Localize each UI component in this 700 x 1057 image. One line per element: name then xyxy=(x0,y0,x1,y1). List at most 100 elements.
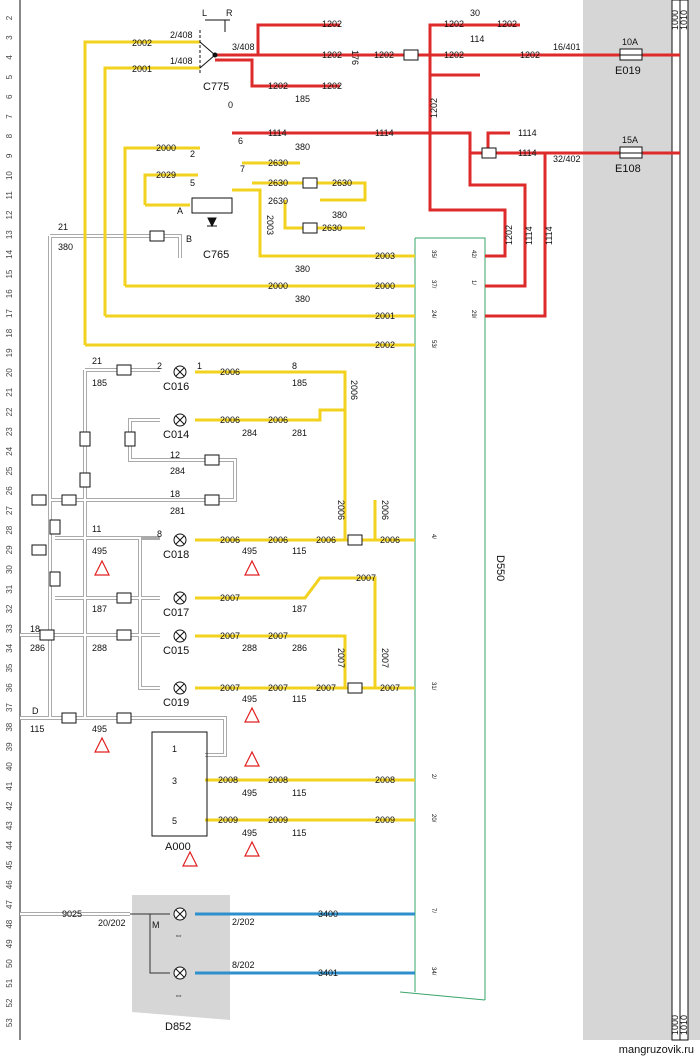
wire-2006-vert-c: 2006 xyxy=(380,500,390,520)
row-number: 44 xyxy=(5,840,14,849)
conn-288-b: 288 xyxy=(242,643,257,653)
wire-2003-vert: 2003 xyxy=(265,215,275,235)
d550-label: D550 xyxy=(494,555,506,581)
c019-label: C019 xyxy=(163,697,189,709)
diode-icon xyxy=(207,217,217,228)
splice-icon xyxy=(403,49,419,61)
row-number: 43 xyxy=(5,821,14,830)
bus-label-top-2: 1010 xyxy=(679,10,689,30)
conn-281-b: 281 xyxy=(170,506,185,516)
d550-pin-53: 53/ xyxy=(430,340,436,349)
wire-1202-e: 1202 xyxy=(322,81,342,91)
wire-1114-b: 1114 xyxy=(375,128,394,138)
wire-2007-vert-a: 2007 xyxy=(336,648,346,668)
d550-pin-1: 1/ xyxy=(470,280,476,285)
wire-2006-vert-b: 2006 xyxy=(336,500,346,520)
warning-triangle-icon xyxy=(182,850,198,867)
conn-187-b: 187 xyxy=(292,604,307,614)
conn-495-b: 495 xyxy=(242,546,257,556)
wire-1202-i: 1202 xyxy=(520,50,540,60)
pin-2-c016: 2 xyxy=(157,361,162,371)
pin-0: 0 xyxy=(228,100,233,110)
row-number: 28 xyxy=(5,525,14,534)
pin-21-b: 21 xyxy=(92,356,102,366)
row-number: 31 xyxy=(5,584,14,593)
conn-185-a: 185 xyxy=(92,378,107,388)
conn-115-e: 115 xyxy=(292,828,306,838)
c765-label: C765 xyxy=(203,249,229,261)
wire-1202-vert-b: 1202 xyxy=(504,225,514,245)
row-number: 18 xyxy=(5,328,14,337)
row-number: 17 xyxy=(5,309,14,318)
conn-115-a: 115 xyxy=(292,546,306,556)
conn-286-b: 286 xyxy=(292,643,307,653)
fog-lamp-icon: ⇔ xyxy=(174,990,183,1000)
row-number: 8 xyxy=(5,133,14,138)
conn-115-b: 115 xyxy=(292,694,306,704)
conn-176: 176 xyxy=(350,50,360,65)
warning-triangles xyxy=(94,559,260,867)
fuse-rating: 15A xyxy=(622,135,638,145)
conn-185-top: 185 xyxy=(295,94,310,104)
a000-pin-5: 5 xyxy=(172,816,177,826)
d550-pin-7: 7/ xyxy=(430,908,436,913)
d550-pins: 35/ 37/ 24/ 53/ 42/ 1/ 29/ 4/ 31/ 2/ 20/… xyxy=(430,250,476,976)
conn-495-c: 495 xyxy=(242,694,257,704)
c775-pin-r: R xyxy=(226,8,233,18)
fuse-ref: 32/402 xyxy=(553,154,581,164)
conn-380-e: 380 xyxy=(295,294,310,304)
wire-2630-b: 2630 xyxy=(268,178,288,188)
row-number-column: 2345678910111213141516171819202122232425… xyxy=(5,15,14,1027)
conn-495-a: 495 xyxy=(92,546,107,556)
fuse-rating: 10A xyxy=(622,37,638,47)
conn-495-e: 495 xyxy=(242,788,257,798)
wire-2002-b: 2002 xyxy=(375,340,395,350)
wire-2007-g: 2007 xyxy=(316,683,336,693)
row-number: 3 xyxy=(5,35,14,40)
wire-2009-b: 2009 xyxy=(268,815,288,825)
wire-2006-f: 2006 xyxy=(316,535,336,545)
splice-icon xyxy=(149,230,165,242)
pin-d-115: D xyxy=(32,706,39,716)
wire-1114-vert: 1114 xyxy=(524,226,534,245)
warning-triangle-icon xyxy=(94,559,110,576)
pin-21-a: 21 xyxy=(58,222,68,232)
wire-1202-h: 1202 xyxy=(444,50,464,60)
row-number: 50 xyxy=(5,959,14,968)
row-number: 7 xyxy=(5,114,14,119)
row-number: 49 xyxy=(5,939,14,948)
row-number: 52 xyxy=(5,998,14,1007)
conn-284-a: 284 xyxy=(242,428,257,438)
wire-2007-a: 2007 xyxy=(220,593,240,603)
pin-30-114: 30 xyxy=(470,8,480,18)
wire-2007-h: 2007 xyxy=(380,683,400,693)
pin-b: B xyxy=(186,234,192,244)
warning-triangle-icon xyxy=(244,706,260,723)
d550-pin-34: 34/ xyxy=(430,967,436,976)
splice-icon xyxy=(31,544,47,556)
c775-switch xyxy=(199,19,230,75)
wire-1114-d: 1114 xyxy=(518,148,537,158)
row-number: 19 xyxy=(5,348,14,357)
lamp-icon xyxy=(173,629,187,643)
wire-1202-vert: 1202 xyxy=(429,98,439,118)
splice-markers xyxy=(31,49,497,724)
d550-pin-4: 4/ xyxy=(430,534,436,539)
conn-284-b: 284 xyxy=(170,466,185,476)
row-number: 36 xyxy=(5,683,14,692)
bus-label-bottom-2: 1010 xyxy=(679,1015,689,1035)
wire-2630-d: 2630 xyxy=(268,196,288,206)
bus-label-bottom: 1000 xyxy=(670,1015,680,1035)
d550-pin-31: 31/ xyxy=(430,682,436,691)
row-number: 41 xyxy=(5,781,14,790)
row-number: 10 xyxy=(5,171,14,180)
c765-indicator xyxy=(191,197,233,228)
row-number: 40 xyxy=(5,762,14,771)
d550-pin-2: 2/ xyxy=(430,774,436,779)
ref-1-408: 1/408 xyxy=(170,56,193,66)
row-number: 37 xyxy=(5,703,14,712)
wire-1202-a: 1202 xyxy=(322,19,342,29)
splice-icon xyxy=(116,712,132,724)
lamps xyxy=(173,365,187,980)
row-number: 29 xyxy=(5,545,14,554)
